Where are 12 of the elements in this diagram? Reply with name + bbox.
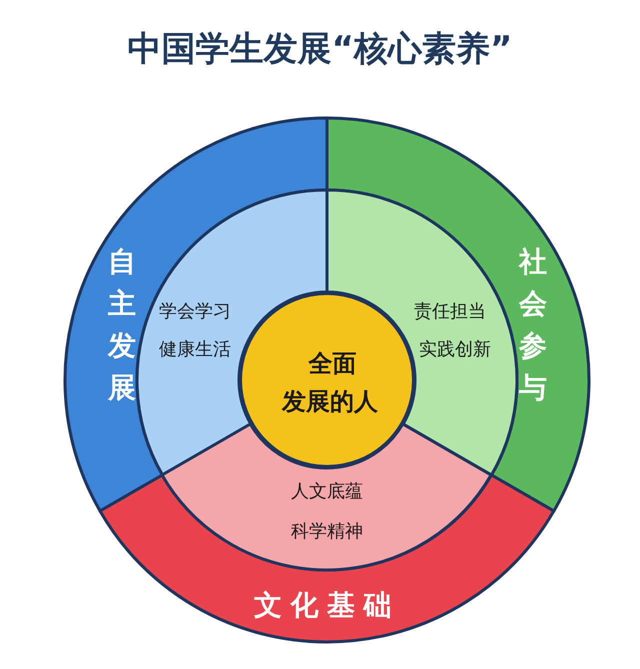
segment-label: 文化基础 [254, 590, 400, 622]
outer-ring-segment [98, 473, 556, 644]
segment-label: 健康生活 [159, 340, 231, 360]
segment-label: 社会参与 [518, 244, 548, 406]
segment-label: 学会学习 [159, 302, 231, 322]
segment-label: 责任担当 [414, 302, 486, 322]
segment-label: 自主发展 [106, 244, 137, 406]
segment-label: 全面发展的人 [282, 348, 378, 418]
segment-label: 实践创新 [419, 340, 491, 360]
title: 中国学生发展“核心素养” [126, 28, 514, 71]
segment-label: 人文底蕴 [290, 482, 363, 502]
segment-label: 科学精神 [290, 522, 363, 542]
